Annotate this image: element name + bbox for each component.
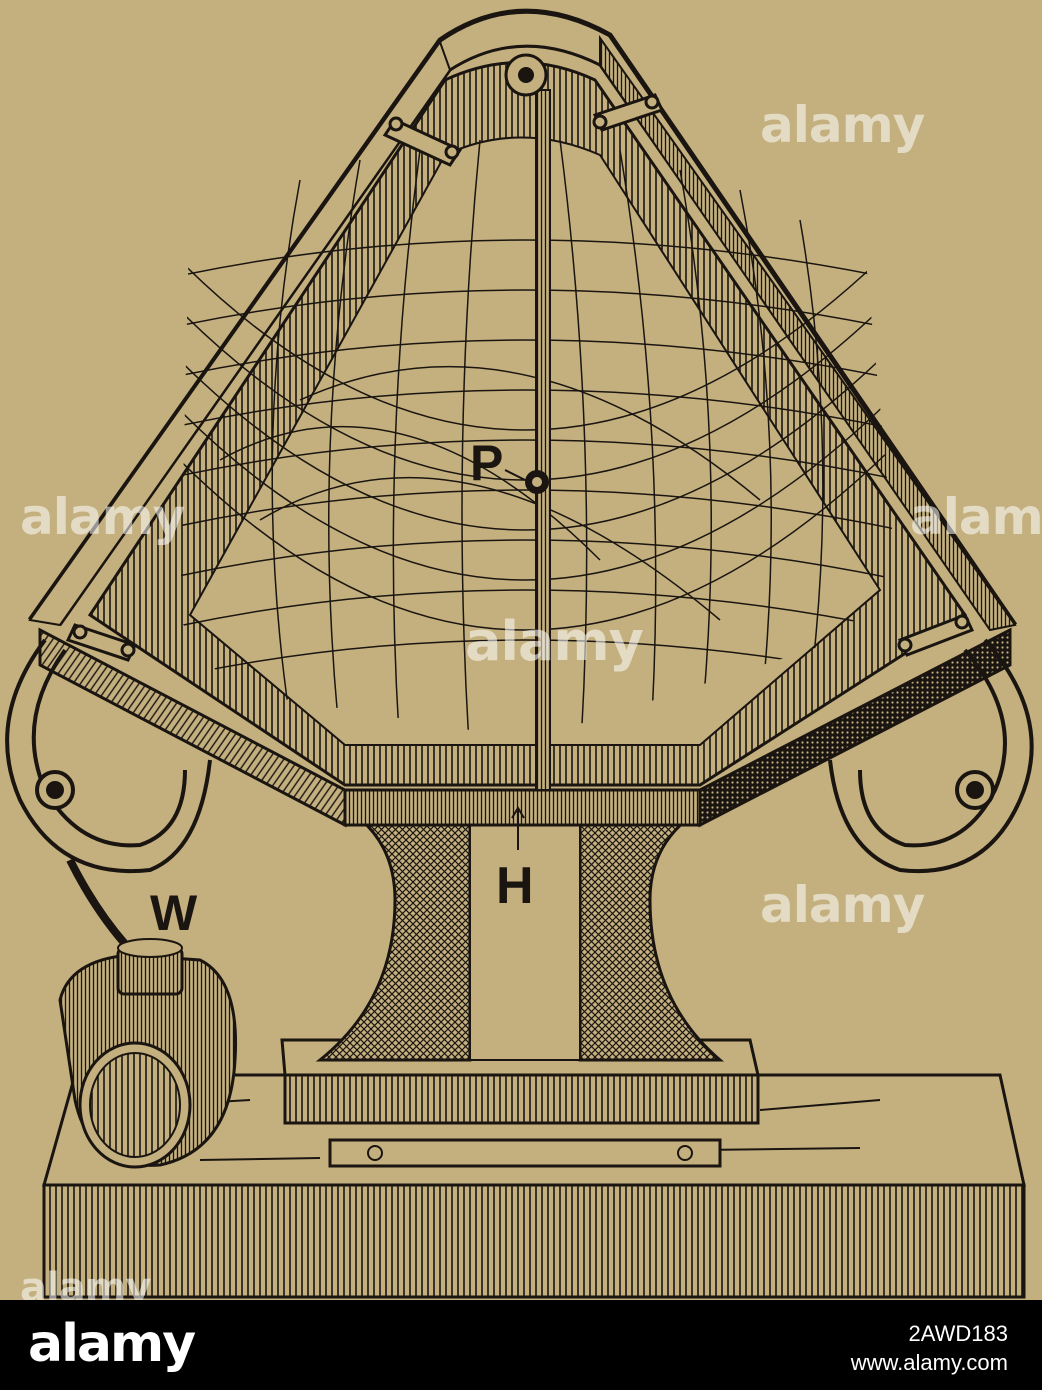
watermark: alamy: [465, 610, 644, 673]
label-w: W: [150, 885, 198, 941]
watermark: alamy: [20, 488, 185, 546]
footer-image-info: 2AWD183 www.alamy.com: [851, 1320, 1008, 1377]
weight-canister: [58, 858, 238, 1169]
plate-clips: [65, 93, 975, 662]
watermark: alamy: [910, 488, 1042, 546]
engraving-illustration: [5, 8, 1034, 1299]
pedestal-column: [315, 798, 725, 1062]
site-url: www.alamy.com: [850, 1349, 1008, 1375]
pendulum-rod: [504, 53, 551, 791]
label-p: P: [470, 435, 504, 491]
watermark: alamy: [760, 96, 925, 154]
base-block: [42, 1073, 1026, 1299]
side-arms: [5, 638, 1034, 874]
frame-bottom-beam: [38, 627, 1012, 828]
image-id: 2AWD183: [908, 1321, 1008, 1346]
footer-bar: alamy 2AWD183 www.alamy.com: [0, 1300, 1042, 1390]
label-pointers: [504, 469, 526, 850]
watermark: alamy: [760, 876, 925, 934]
inner-plate: [87, 61, 968, 787]
footer-logo: alamy: [28, 1314, 196, 1374]
label-h: H: [496, 857, 534, 915]
